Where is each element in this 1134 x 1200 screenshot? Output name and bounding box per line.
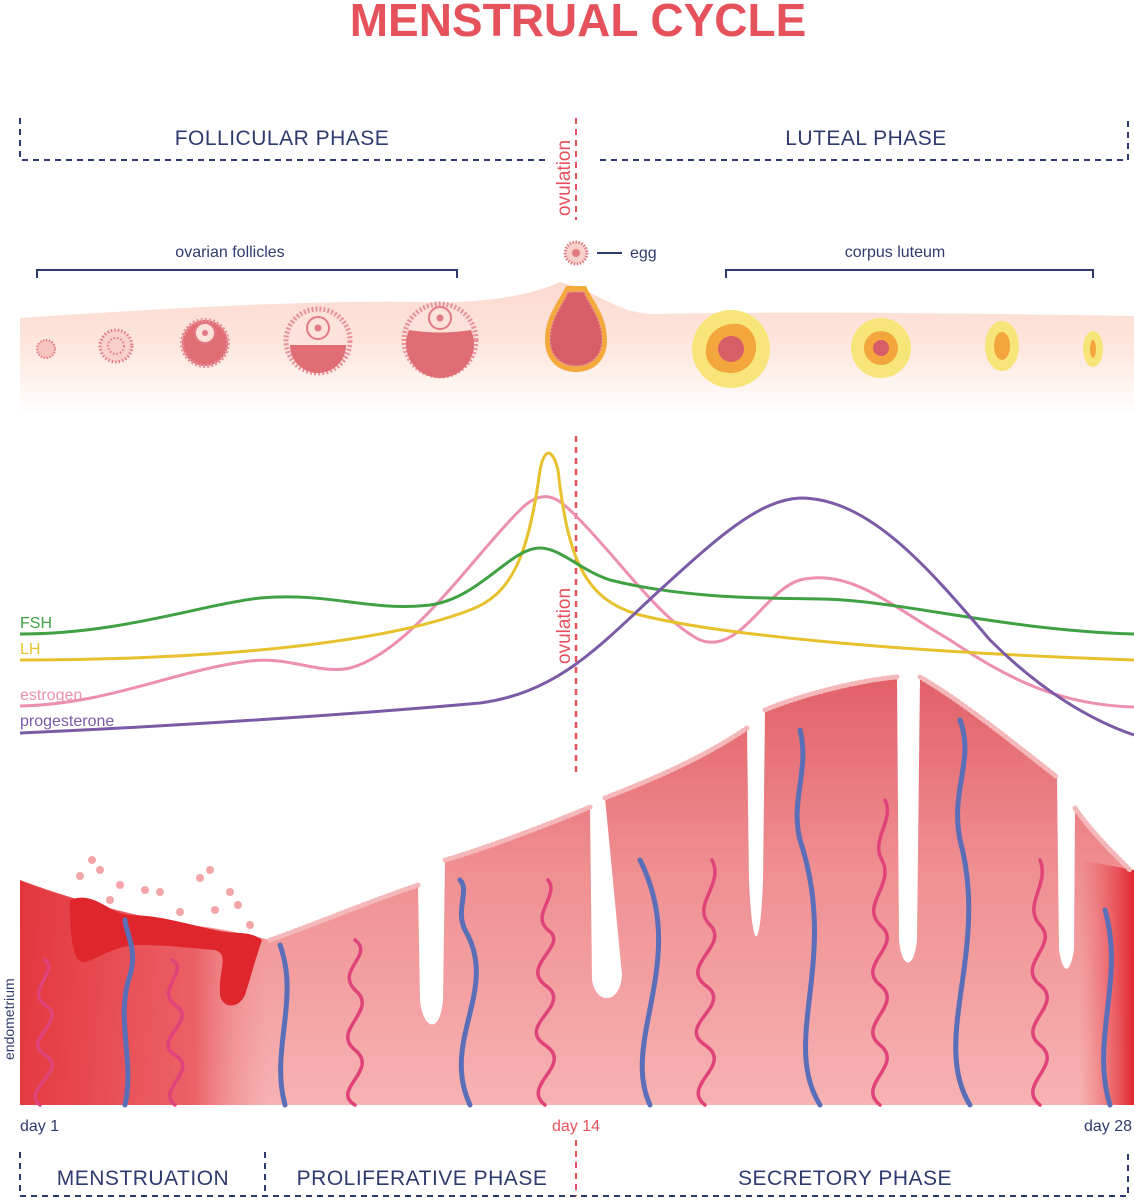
day-start-label: day 1 bbox=[20, 1118, 59, 1135]
bottom-phase-bracket bbox=[19, 1140, 1129, 1197]
follicle-secondary bbox=[180, 318, 230, 368]
estrogen-curve bbox=[19, 495, 1134, 709]
ovulation-label-chart: ovulation bbox=[554, 588, 575, 664]
corpus-luteum-large bbox=[692, 310, 770, 388]
follicle-primordial bbox=[36, 339, 56, 359]
follicle-ovulating bbox=[545, 286, 607, 372]
corpus-luteum-medium bbox=[851, 318, 911, 378]
legend-lh: LH bbox=[20, 641, 40, 658]
corpus-luteum-label: corpus luteum bbox=[845, 244, 946, 261]
menstruation-label: MENSTRUATION bbox=[57, 1167, 229, 1190]
follicle-graafian bbox=[401, 301, 479, 379]
endometrium-label: endometrium bbox=[1, 978, 17, 1060]
follicles-label: ovarian follicles bbox=[175, 244, 284, 261]
egg-label: egg bbox=[630, 245, 657, 262]
follicle-primary bbox=[98, 328, 134, 364]
legend-progesterone: progesterone bbox=[20, 713, 114, 730]
follicular-phase-label: FOLLICULAR PHASE bbox=[175, 127, 390, 150]
day-mid-label: day 14 bbox=[552, 1118, 600, 1135]
secretory-phase-label: SECRETORY PHASE bbox=[738, 1167, 952, 1190]
follicle-tertiary bbox=[283, 306, 353, 376]
top-phase-bracket bbox=[19, 118, 1129, 220]
progesterone-curve bbox=[19, 496, 1134, 737]
blood-vessels bbox=[33, 717, 1114, 1108]
ovulation-label-top: ovulation bbox=[554, 140, 575, 216]
menstrual-blood bbox=[70, 856, 262, 1006]
corpus-luteum-small bbox=[985, 321, 1019, 371]
legend-fsh: FSH bbox=[20, 615, 52, 632]
proliferative-phase-label: PROLIFERATIVE PHASE bbox=[297, 1167, 548, 1190]
corpus-albicans bbox=[1083, 331, 1103, 367]
legend-estrogen: estrogen bbox=[20, 687, 82, 704]
corpus-bracket bbox=[725, 269, 1094, 278]
lh-curve bbox=[19, 451, 1134, 662]
fsh-curve bbox=[19, 546, 1134, 636]
egg bbox=[563, 240, 589, 266]
day-end-label: day 28 bbox=[1084, 1118, 1132, 1135]
page-title: MENSTRUAL CYCLE bbox=[350, 0, 807, 46]
follicles-bracket bbox=[36, 269, 458, 278]
luteal-phase-label: LUTEAL PHASE bbox=[785, 127, 947, 150]
